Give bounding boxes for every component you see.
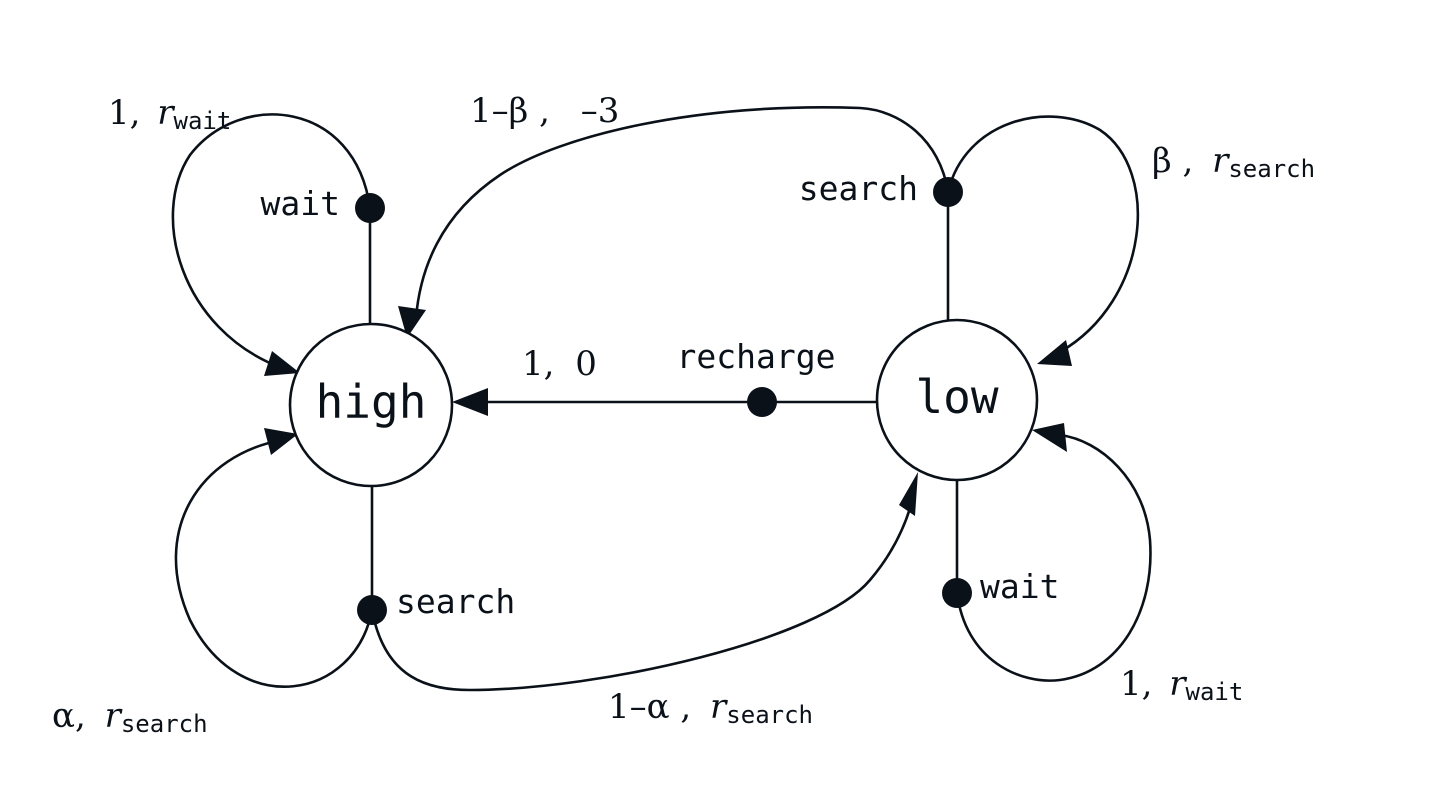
arrowhead-recharge <box>452 388 488 416</box>
edge-high-search-loop <box>174 438 374 688</box>
transition-label-high-search-self: α, rsearch <box>52 696 208 738</box>
edge-high-search-to-low <box>370 496 915 692</box>
arrowhead-high-search <box>264 428 298 455</box>
action-node-low-wait <box>942 578 972 608</box>
arrowhead-search-to-high <box>398 306 426 338</box>
transition-label-high-search-to-low: 1–α , rsearch <box>608 687 813 729</box>
action-node-high-search <box>357 595 387 625</box>
transition-label-low-wait: 1, rwait <box>1120 664 1243 706</box>
edge-low-search-loop <box>946 115 1139 354</box>
action-node-high-wait <box>355 193 385 223</box>
state-low-label: low <box>915 370 998 424</box>
action-label-recharge: recharge <box>677 337 836 376</box>
action-label-low-search: search <box>799 169 918 208</box>
transition-label-high-wait: 1, rwait <box>108 93 231 135</box>
arrowhead-low-search <box>1037 340 1072 366</box>
state-high-label: high <box>316 375 427 429</box>
transition-label-low-search-self: β , rsearch <box>1152 141 1315 183</box>
arrowhead-low-wait <box>1032 423 1067 452</box>
edge-low-search-to-high <box>414 106 950 319</box>
arrowhead-search-to-low <box>899 472 918 516</box>
action-node-low-recharge <box>747 387 777 417</box>
edge-low-wait-loop <box>955 433 1152 682</box>
action-label-high-wait: wait <box>261 184 340 223</box>
edge-high-wait-loop <box>171 113 372 370</box>
transition-label-recharge: 1, 0 <box>522 344 597 384</box>
state-low <box>875 318 1039 482</box>
arrowhead-high-wait <box>264 351 300 376</box>
action-node-low-search <box>933 177 963 207</box>
action-label-low-wait: wait <box>980 567 1059 606</box>
transition-label-low-search-to-high: 1–β , –3 <box>470 91 619 131</box>
state-high <box>288 322 454 488</box>
action-label-high-search: search <box>396 582 515 621</box>
